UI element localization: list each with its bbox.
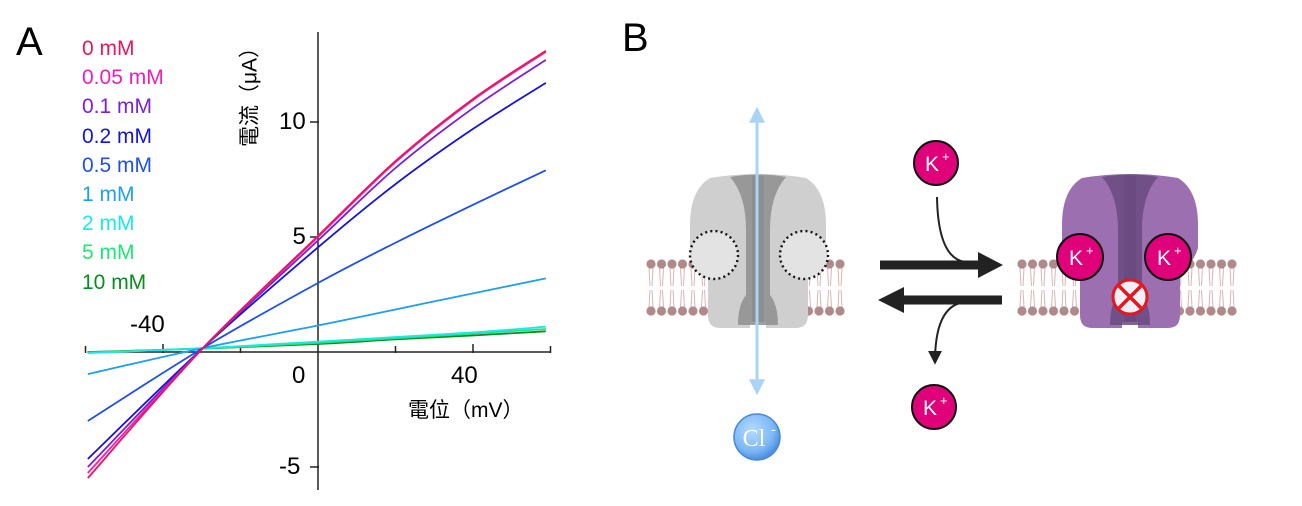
series-line [87,325,546,355]
cl-ion-icon: Cl- [733,413,781,461]
svg-text:Cl: Cl [743,426,766,452]
k-ion-entering-icon: K+ [913,140,959,186]
x-tick-label: -40 [130,311,165,338]
svg-text:K: K [1069,247,1083,270]
series-line [87,82,547,460]
legend-entry: 10 mM [82,270,147,294]
empty-binding-site [778,229,830,281]
k-ion-bound-right-icon: K+ [1144,233,1192,281]
x-tick-label: 40 [451,362,478,389]
legend-entry: 1 mM [82,183,135,207]
legend-entry: 0.1 mM [82,95,153,119]
reverse-arrowhead [878,287,904,313]
series-line [87,49,547,479]
k-ion-leaving-icon: K+ [911,384,957,430]
y-tick-label: 10 [279,108,306,135]
svg-text:K: K [923,397,937,420]
chart-legend: 0 mM 0.05 mM 0.1 mM 0.2 mM 0.5 mM 1 mM 2 mM 5 m… [82,34,164,297]
k-binding-curve [936,196,966,263]
empty-binding-site [688,229,740,281]
series-line [87,277,547,375]
legend-entry: 5 mM [82,241,135,265]
svg-text:+: + [1174,243,1182,258]
y-tick-label: -5 [279,453,301,480]
bound-channel-purple [1062,174,1198,328]
y-tick-label: 5 [292,223,306,250]
k-unbinding-curve [928,302,961,365]
legend-entry: 0.2 mM [82,124,153,148]
svg-text:+: + [942,149,950,164]
panel-label-b: B [622,16,649,60]
series-line [87,169,547,422]
x-tick-label: 0 [292,362,306,389]
svg-text:K: K [1157,247,1171,270]
legend-entry: 2 mM [82,212,135,236]
legend-entry: 0 mM [82,37,135,60]
svg-text:K: K [925,153,939,176]
forward-arrowhead [978,252,1003,278]
legend-entry: 0.5 mM [82,153,153,177]
svg-text:-: - [771,422,776,438]
svg-text:+: + [1086,243,1094,258]
panel-label-a: A [16,20,43,64]
svg-text:+: + [940,393,948,408]
x-axis-label: 電位（mV） [408,399,524,422]
blocked-icon [1111,278,1149,316]
k-ion-bound-left-icon: K+ [1056,233,1104,281]
legend-entry: 0.05 mM [82,66,164,90]
